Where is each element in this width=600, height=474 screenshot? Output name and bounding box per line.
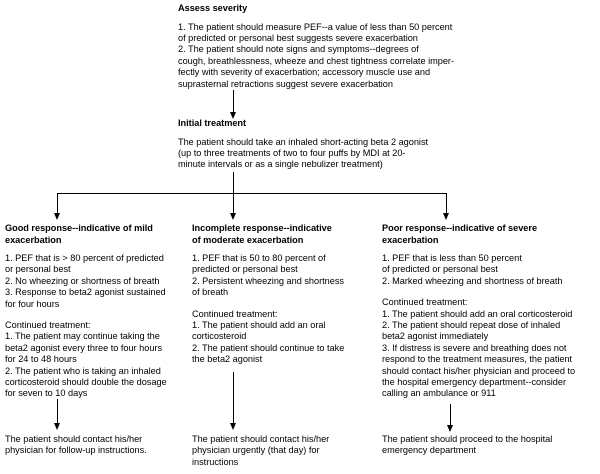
arrowhead-icon <box>447 425 453 432</box>
arrowhead-icon <box>230 423 236 430</box>
assess-severity-body: 1. The patient should measure PEF--a val… <box>178 21 454 89</box>
node-initial-treatment: Initial treatment The patient should tak… <box>178 118 578 171</box>
branch-drop-middle <box>233 193 234 216</box>
incomplete-response-outcome-text: The patient should contact his/her physi… <box>192 434 330 467</box>
arrowhead-icon <box>54 423 60 430</box>
good-response-title: Good response--indicative of mild exacer… <box>5 223 153 245</box>
node-assess-severity: Assess severity 1. The patient should me… <box>178 3 588 90</box>
incomplete-response-treatment: Continued treatment: 1. The patient shou… <box>192 308 345 365</box>
node-incomplete-response: Incomplete response--indicative of moder… <box>192 223 377 366</box>
arrowhead-icon <box>230 112 236 119</box>
arrowhead-icon <box>54 213 60 220</box>
connector-line <box>57 399 58 426</box>
connector-line <box>233 90 234 115</box>
good-response-criteria: 1. PEF that is > 80 percent of predicted… <box>5 253 166 309</box>
node-incomplete-response-outcome: The patient should contact his/her physi… <box>192 434 382 468</box>
initial-treatment-title: Initial treatment <box>178 118 247 128</box>
good-response-outcome-text: The patient should contact his/her physi… <box>5 434 147 456</box>
arrowhead-icon <box>230 213 236 220</box>
node-poor-response: Poor response--indicative of severe exac… <box>382 223 600 400</box>
initial-treatment-body: The patient should take an inhaled short… <box>178 136 429 170</box>
branch-drop-right <box>446 193 447 216</box>
node-good-response: Good response--indicative of mild exacer… <box>5 223 190 400</box>
branch-drop-left <box>57 193 58 216</box>
good-response-treatment: Continued treatment: 1. The patient may … <box>5 320 167 399</box>
incomplete-response-criteria: 1. PEF that is 50 to 80 percent of predi… <box>192 253 344 298</box>
assess-severity-title: Assess severity <box>178 3 248 13</box>
incomplete-response-title: Incomplete response--indicative of moder… <box>192 223 332 245</box>
connector-line <box>233 372 234 426</box>
poor-response-criteria: 1. PEF that is less than 50 percent of p… <box>382 253 563 286</box>
branch-stem <box>233 172 234 193</box>
poor-response-treatment: Continued treatment: 1. The patient shou… <box>382 297 576 399</box>
poor-response-title: Poor response--indicative of severe exac… <box>382 223 538 245</box>
node-good-response-outcome: The patient should contact his/her physi… <box>5 434 195 457</box>
poor-response-outcome-text: The patient should proceed to the hospit… <box>382 434 553 456</box>
connector-line <box>450 404 451 428</box>
arrowhead-icon <box>443 213 449 220</box>
branch-bus <box>57 193 447 194</box>
node-poor-response-outcome: The patient should proceed to the hospit… <box>382 434 600 457</box>
